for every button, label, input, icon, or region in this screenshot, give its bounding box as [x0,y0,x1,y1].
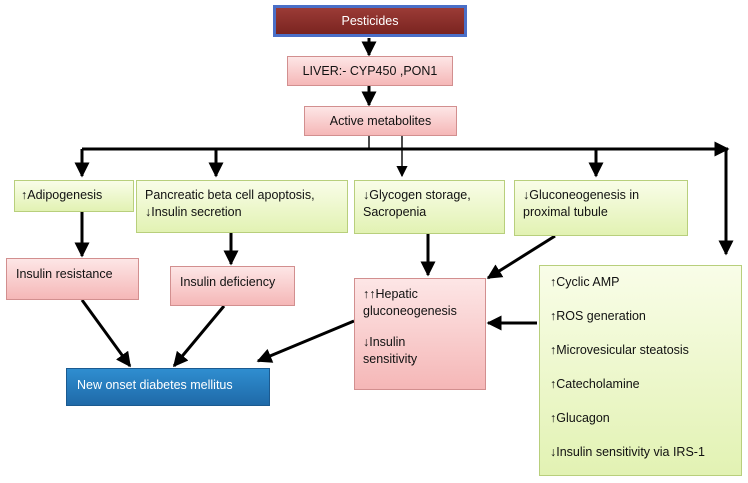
node-adipogenesis-label: ↑Adipogenesis [21,188,103,202]
node-tubule-line-1: ↓Gluconeogenesis in [523,188,640,202]
node-pancreatic: Pancreatic beta cell apoptosis, ↓Insulin… [136,180,348,233]
node-glycogen-line-2: Sacropenia [363,204,427,219]
arrow-deficiency-diabetes [172,305,226,368]
node-tubule-line-2: proximal tubule [523,204,608,219]
node-gluconeogenesis-tubule: ↓Gluconeogenesis in proximal tubule [514,180,688,236]
node-liver-label: LIVER:- CYP450 ,PON1 [302,63,438,78]
effect-microvesicular-steatosis: ↑Microvesicular steatosis [550,343,689,357]
node-insulin-deficiency: Insulin deficiency [170,266,295,306]
node-effects-list: ↑Cyclic AMP ↑ROS generation ↑Microvesicu… [539,265,742,476]
node-pancreatic-line-2: ↓Insulin secretion [145,204,242,219]
node-hepatic-line-2: gluconeogenesis [363,303,457,318]
effect-cyclic-amp: ↑Cyclic AMP [550,275,620,289]
node-new-onset-diabetes-label: New onset diabetes mellitus [77,378,233,392]
node-active-metabolites: Active metabolites [304,106,457,136]
node-adipogenesis: ↑Adipogenesis [14,180,134,212]
node-insulin-resistance-label: Insulin resistance [16,267,113,281]
node-hepatic-line-1: ↑↑Hepatic [363,287,418,301]
node-pesticides: Pesticides [273,5,467,37]
node-hepatic-line-3: ↓Insulin [363,334,406,349]
node-glycogen-line-1: ↓Glycogen storage, [363,188,471,202]
node-hepatic-gluconeogenesis: ↑↑Hepatic gluconeogenesis ↓Insulin sensi… [354,278,486,390]
effect-catecholamine: ↑Catecholamine [550,377,640,391]
node-hepatic-line-4: sensitivity [363,351,418,366]
arrow-tubule-hepatic [486,234,556,280]
effect-ros-generation: ↑ROS generation [550,309,646,323]
node-pesticides-label: Pesticides [341,13,399,28]
effect-insulin-sensitivity-irs1: ↓Insulin sensitivity via IRS-1 [550,445,705,459]
node-active-metabolites-label: Active metabolites [329,113,432,128]
effect-glucagon: ↑Glucagon [550,411,610,425]
arrow-resistance-diabetes [80,299,132,368]
node-new-onset-diabetes: New onset diabetes mellitus [66,368,270,406]
node-insulin-resistance: Insulin resistance [6,258,139,300]
node-insulin-deficiency-label: Insulin deficiency [180,275,276,289]
node-liver: LIVER:- CYP450 ,PON1 [287,56,453,86]
node-glycogen: ↓Glycogen storage, Sacropenia [354,180,505,234]
node-pancreatic-line-1: Pancreatic beta cell apoptosis, [145,188,315,202]
arrow-hepatic-diabetes [256,319,355,363]
